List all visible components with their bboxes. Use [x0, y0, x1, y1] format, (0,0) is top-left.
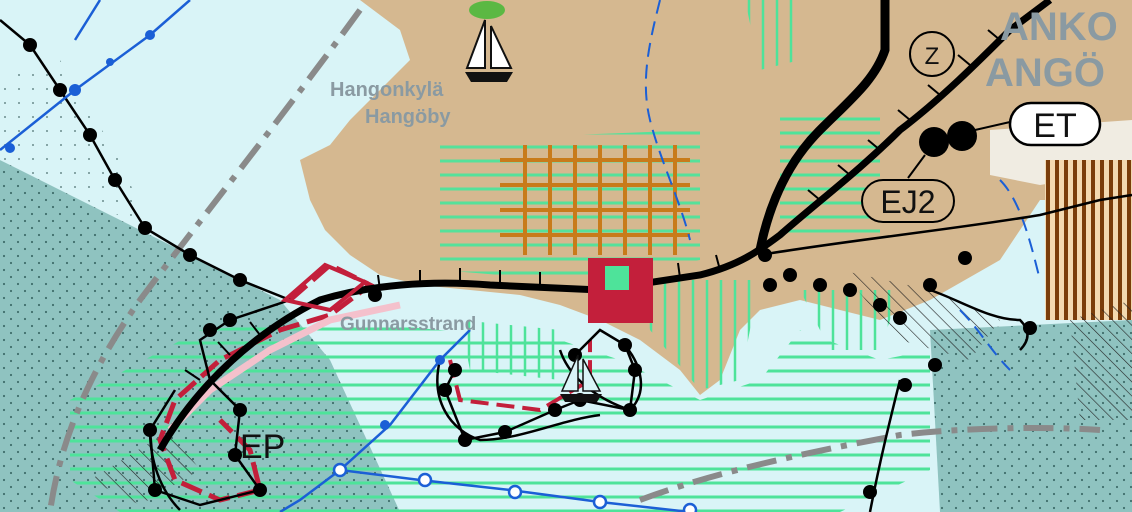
- stream-lines: [644, 0, 1041, 371]
- railway-ticks: [184, 29, 1001, 381]
- diagonal-hatch-far-east: [1070, 300, 1132, 420]
- land-zone-hatch: [440, 130, 700, 280]
- railway-branch: [755, 0, 890, 251]
- orange-grid-zone: [500, 145, 690, 255]
- sailboat-icon[interactable]: [465, 1, 513, 82]
- et-symbol-frame: [1008, 101, 1102, 147]
- z-symbol-label: Z: [925, 43, 940, 70]
- red-square-marker[interactable]: [588, 258, 653, 323]
- diagonal-hatch-east: [840, 270, 1000, 360]
- railway-line: [156, 0, 1053, 452]
- ep-symbol-label: EP: [240, 428, 285, 466]
- industrial-zone-hatch: [1045, 160, 1132, 320]
- place-label-hangoby: Hangöby: [365, 106, 451, 128]
- place-label-gunnarsstrand: Gunnarsstrand: [340, 314, 476, 335]
- ej2-symbol-frame: [861, 179, 955, 223]
- power-line-peninsula: [148, 298, 291, 507]
- place-label-hangonkyla: Hangonkylä: [330, 79, 444, 101]
- green-hatch-bay: [460, 320, 560, 380]
- diagonal-hatch-west: [90, 430, 200, 505]
- pink-road: [167, 301, 401, 433]
- red-dashed-boundary-bay: [448, 340, 592, 413]
- et-symbol-label: ET: [1033, 107, 1076, 145]
- ej2-symbol-label: EJ2: [880, 184, 935, 220]
- ej2-marker[interactable]: [907, 121, 1011, 179]
- red-dashed-boundary: [157, 262, 375, 503]
- red-outline-area: [280, 262, 369, 313]
- sailboat-icon[interactable]: [560, 354, 602, 402]
- place-label-hanko: ANKO: [1000, 5, 1118, 49]
- green-hatch-shore: [640, 280, 760, 390]
- water-zone-hatch: [70, 320, 930, 512]
- blue-route-nodes: [5, 30, 698, 512]
- administrative-boundary: [47, 8, 1101, 512]
- place-label-hango: ANGÖ: [985, 50, 1105, 95]
- green-hatch-north: [745, 0, 800, 70]
- z-symbol-frame: [909, 31, 955, 77]
- dotted-zone-northwest: [0, 60, 150, 230]
